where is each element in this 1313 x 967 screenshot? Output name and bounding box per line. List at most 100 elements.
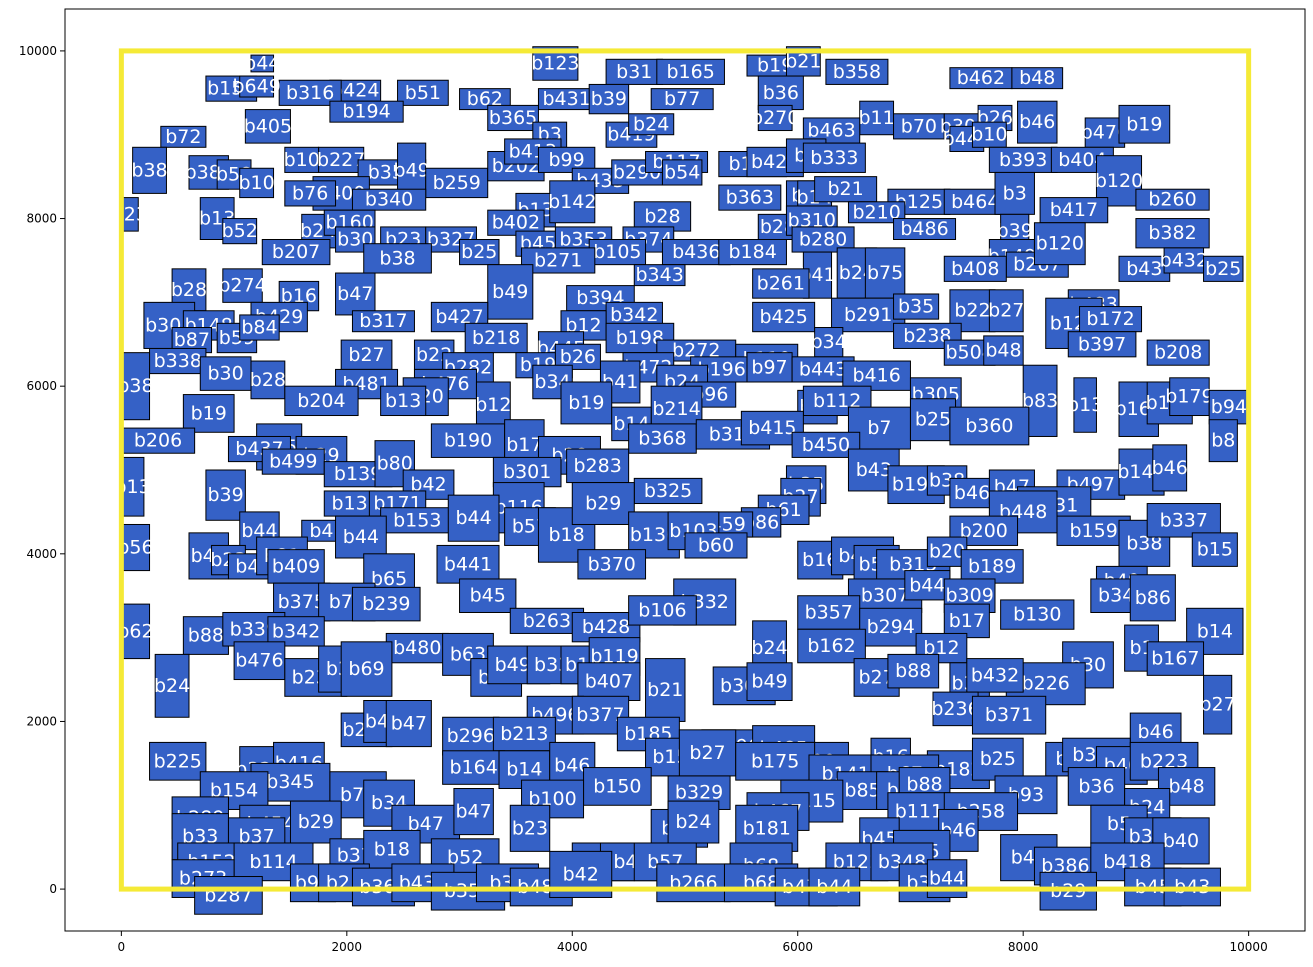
block: b12 [915, 632, 968, 664]
block: b120 [1095, 155, 1143, 207]
block: b165 [656, 58, 725, 85]
block-label: b120 [1095, 170, 1143, 192]
block-label: b54 [664, 161, 700, 183]
block-rect [802, 142, 866, 173]
block-rect [459, 88, 511, 111]
block: b225 [149, 741, 207, 781]
block: b34 [363, 779, 415, 827]
block: b48 [983, 335, 1024, 366]
block: b44 [904, 570, 951, 601]
block-label: b75 [867, 262, 903, 284]
block: b88 [182, 616, 229, 655]
block-label: b94 [1211, 396, 1247, 418]
block-rect [571, 482, 635, 525]
block-label: b86 [1135, 587, 1171, 609]
block-label: b470 [1081, 122, 1129, 144]
block: b153 [380, 507, 455, 534]
block: b382 [1135, 218, 1210, 249]
block: b38 [131, 146, 168, 194]
block-rect [588, 239, 647, 266]
block-label: b112 [813, 390, 861, 412]
block-label: b184 [728, 241, 776, 263]
block-rect [430, 423, 506, 458]
block-label: b14 [1197, 620, 1233, 642]
block-label: b210 [852, 201, 900, 223]
block-label: b29 [585, 493, 621, 515]
block: b77 [650, 88, 714, 110]
block-label: b19 [757, 55, 793, 77]
block-rect [932, 691, 979, 727]
block: b46 [1152, 444, 1188, 492]
block: b263 [509, 607, 585, 634]
block-rect [521, 779, 585, 819]
block-label: b21 [647, 679, 683, 701]
y-tick-label: 8000 [26, 212, 57, 226]
block-label: b120 [1036, 233, 1084, 255]
block-rect [1191, 532, 1238, 567]
block-label: b39 [591, 88, 627, 110]
block-rect [385, 700, 432, 748]
block: b25 [1203, 255, 1244, 282]
block-label: b10 [971, 124, 1007, 146]
block-label: b340 [365, 189, 413, 211]
block: b13 [380, 385, 427, 417]
block-label: b44 [343, 526, 379, 548]
block-label: b415 [748, 417, 796, 439]
block-rect [351, 188, 427, 211]
block-rect [267, 616, 325, 647]
block-label: b38 [1126, 532, 1162, 554]
block-label: b377 [576, 704, 624, 726]
block: b28 [171, 268, 207, 312]
block-rect [397, 79, 449, 106]
block-label: b204 [297, 390, 345, 412]
block: b360 [949, 406, 1030, 446]
block-label: b239 [362, 593, 410, 615]
block-rect [943, 603, 990, 639]
outline-rect [118, 48, 1252, 892]
block-label: b18 [549, 524, 585, 546]
block-rect [1033, 222, 1086, 266]
block-label: b22 [954, 300, 990, 322]
block: b24 [154, 653, 190, 718]
block-label: b25 [461, 241, 497, 263]
block-label: b476 [235, 650, 283, 672]
block-label: b200 [960, 520, 1008, 542]
block-label: b38 [379, 247, 415, 269]
block-label: b325 [644, 480, 692, 502]
block-rect [132, 146, 167, 194]
block: b431 [537, 88, 596, 110]
block-rect [239, 314, 280, 341]
block-label: b52 [447, 847, 483, 869]
block-label: b20 [929, 541, 965, 563]
block-rect [864, 247, 906, 299]
block: b415 [740, 410, 804, 446]
block-label: b19 [1126, 113, 1162, 135]
block-rect [318, 146, 365, 173]
block-label: b31 [616, 61, 652, 83]
block: b162 [797, 628, 866, 664]
block-rect [442, 632, 494, 676]
block-label: b142 [548, 191, 596, 213]
block: b207 [261, 239, 331, 266]
block-label: b309 [945, 585, 993, 607]
block-label: b13 [332, 493, 368, 515]
block-label: b130 [1013, 604, 1061, 626]
block-label: b198 [616, 327, 664, 349]
block-label: b463 [807, 120, 855, 142]
block-label: b85 [844, 780, 880, 802]
block-rect [633, 264, 686, 287]
block: b417 [1039, 197, 1109, 224]
block-label: b310 [788, 210, 836, 232]
block: b357 [797, 595, 861, 630]
block-rect [752, 301, 816, 333]
block-rect [971, 737, 1024, 781]
block-label: b97 [751, 356, 787, 378]
block-label: b25 [980, 748, 1016, 770]
x-tick-label: 8000 [1008, 940, 1039, 954]
block-rect [397, 142, 427, 199]
block-rect [199, 356, 252, 391]
block-rect [205, 469, 246, 521]
block-label: b8 [1211, 430, 1235, 452]
block-label: b24 [633, 113, 669, 135]
block-rect [943, 255, 1007, 282]
